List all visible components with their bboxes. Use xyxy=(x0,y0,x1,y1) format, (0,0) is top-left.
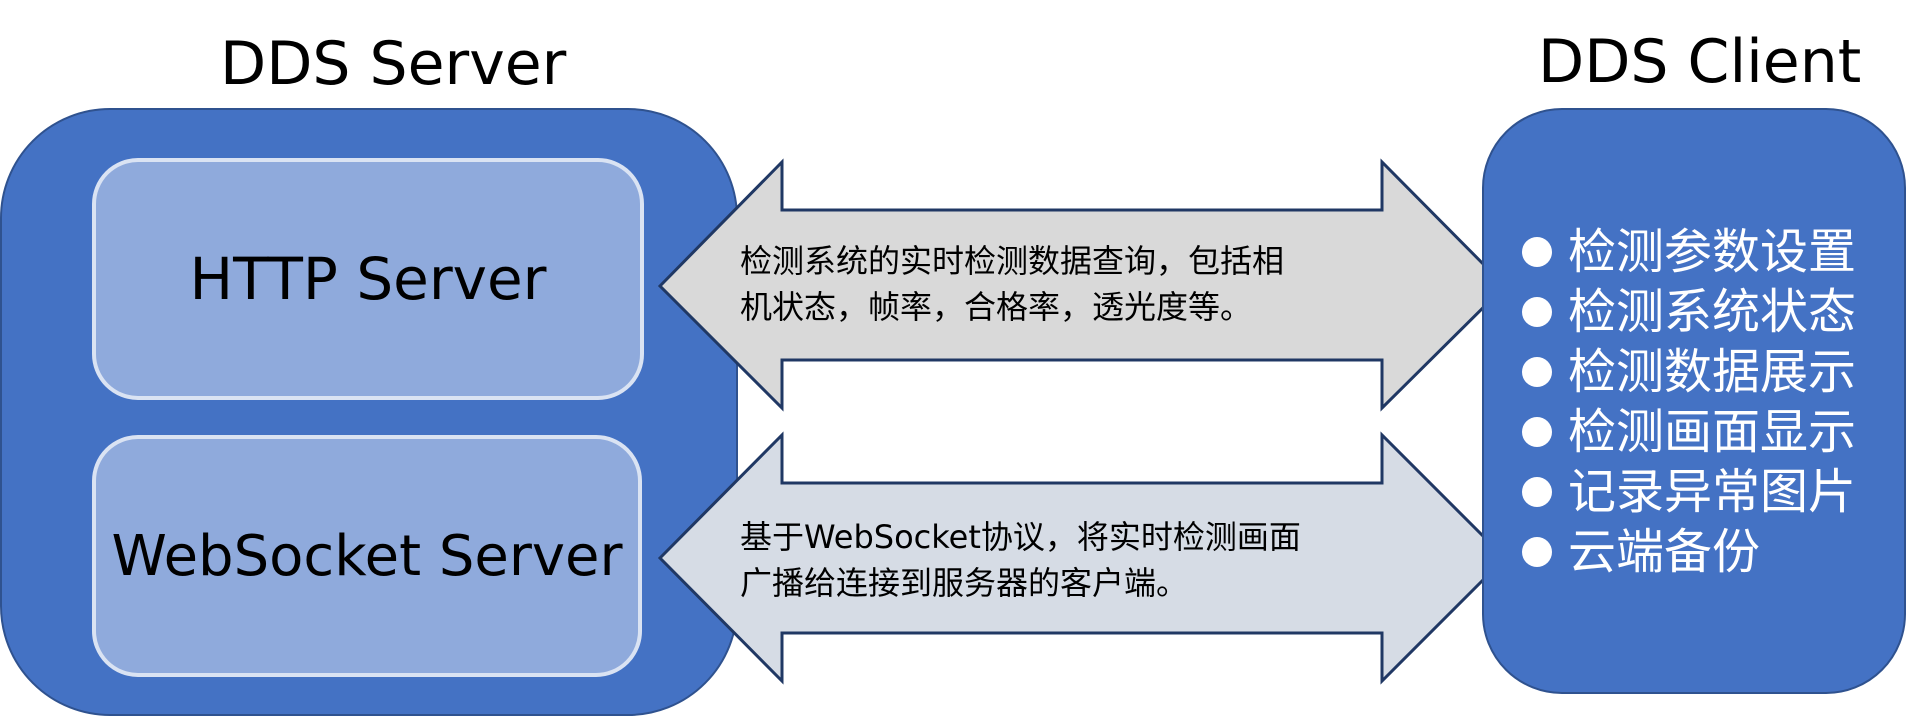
client-feature-item: 记录异常图片 xyxy=(1520,462,1856,522)
client-feature-item: 检测数据展示 xyxy=(1520,342,1856,402)
bullet-icon xyxy=(1522,297,1552,327)
client-feature-item: 云端备份 xyxy=(1520,522,1856,582)
bullet-icon xyxy=(1522,537,1552,567)
bullet-icon xyxy=(1522,477,1552,507)
dds-client-title: DDS Client xyxy=(1538,27,1862,97)
websocket-arrow-line-2: 广播给连接到服务器的客户端。 xyxy=(740,564,1189,602)
websocket-server-label: WebSocket Server xyxy=(111,523,623,589)
http-arrow-line-1: 检测系统的实时检测数据查询，包括相 xyxy=(740,242,1285,280)
http-server-label: HTTP Server xyxy=(189,245,547,313)
websocket-arrow-line-1: 基于WebSocket协议，将实时检测画面 xyxy=(740,518,1301,556)
client-feature-list: 检测参数设置 检测系统状态 检测数据展示 检测画面显示 记录异常图片 云端备份 xyxy=(1520,222,1856,582)
client-feature-item: 检测画面显示 xyxy=(1520,402,1856,462)
bullet-icon xyxy=(1522,237,1552,267)
http-arrow-text: 检测系统的实时检测数据查询，包括相 机状态，帧率，合格率，透光度等。 xyxy=(740,238,1285,330)
dds-client-box xyxy=(1482,108,1906,694)
http-server-box: HTTP Server xyxy=(92,158,644,400)
client-feature-item: 检测系统状态 xyxy=(1520,282,1856,342)
bullet-icon xyxy=(1522,417,1552,447)
client-feature-item: 检测参数设置 xyxy=(1520,222,1856,282)
dds-server-title: DDS Server xyxy=(220,29,567,99)
http-arrow-line-2: 机状态，帧率，合格率，透光度等。 xyxy=(740,288,1253,326)
bullet-icon xyxy=(1522,357,1552,387)
websocket-arrow-text: 基于WebSocket协议，将实时检测画面 广播给连接到服务器的客户端。 xyxy=(740,514,1301,606)
websocket-server-box: WebSocket Server xyxy=(92,435,642,677)
